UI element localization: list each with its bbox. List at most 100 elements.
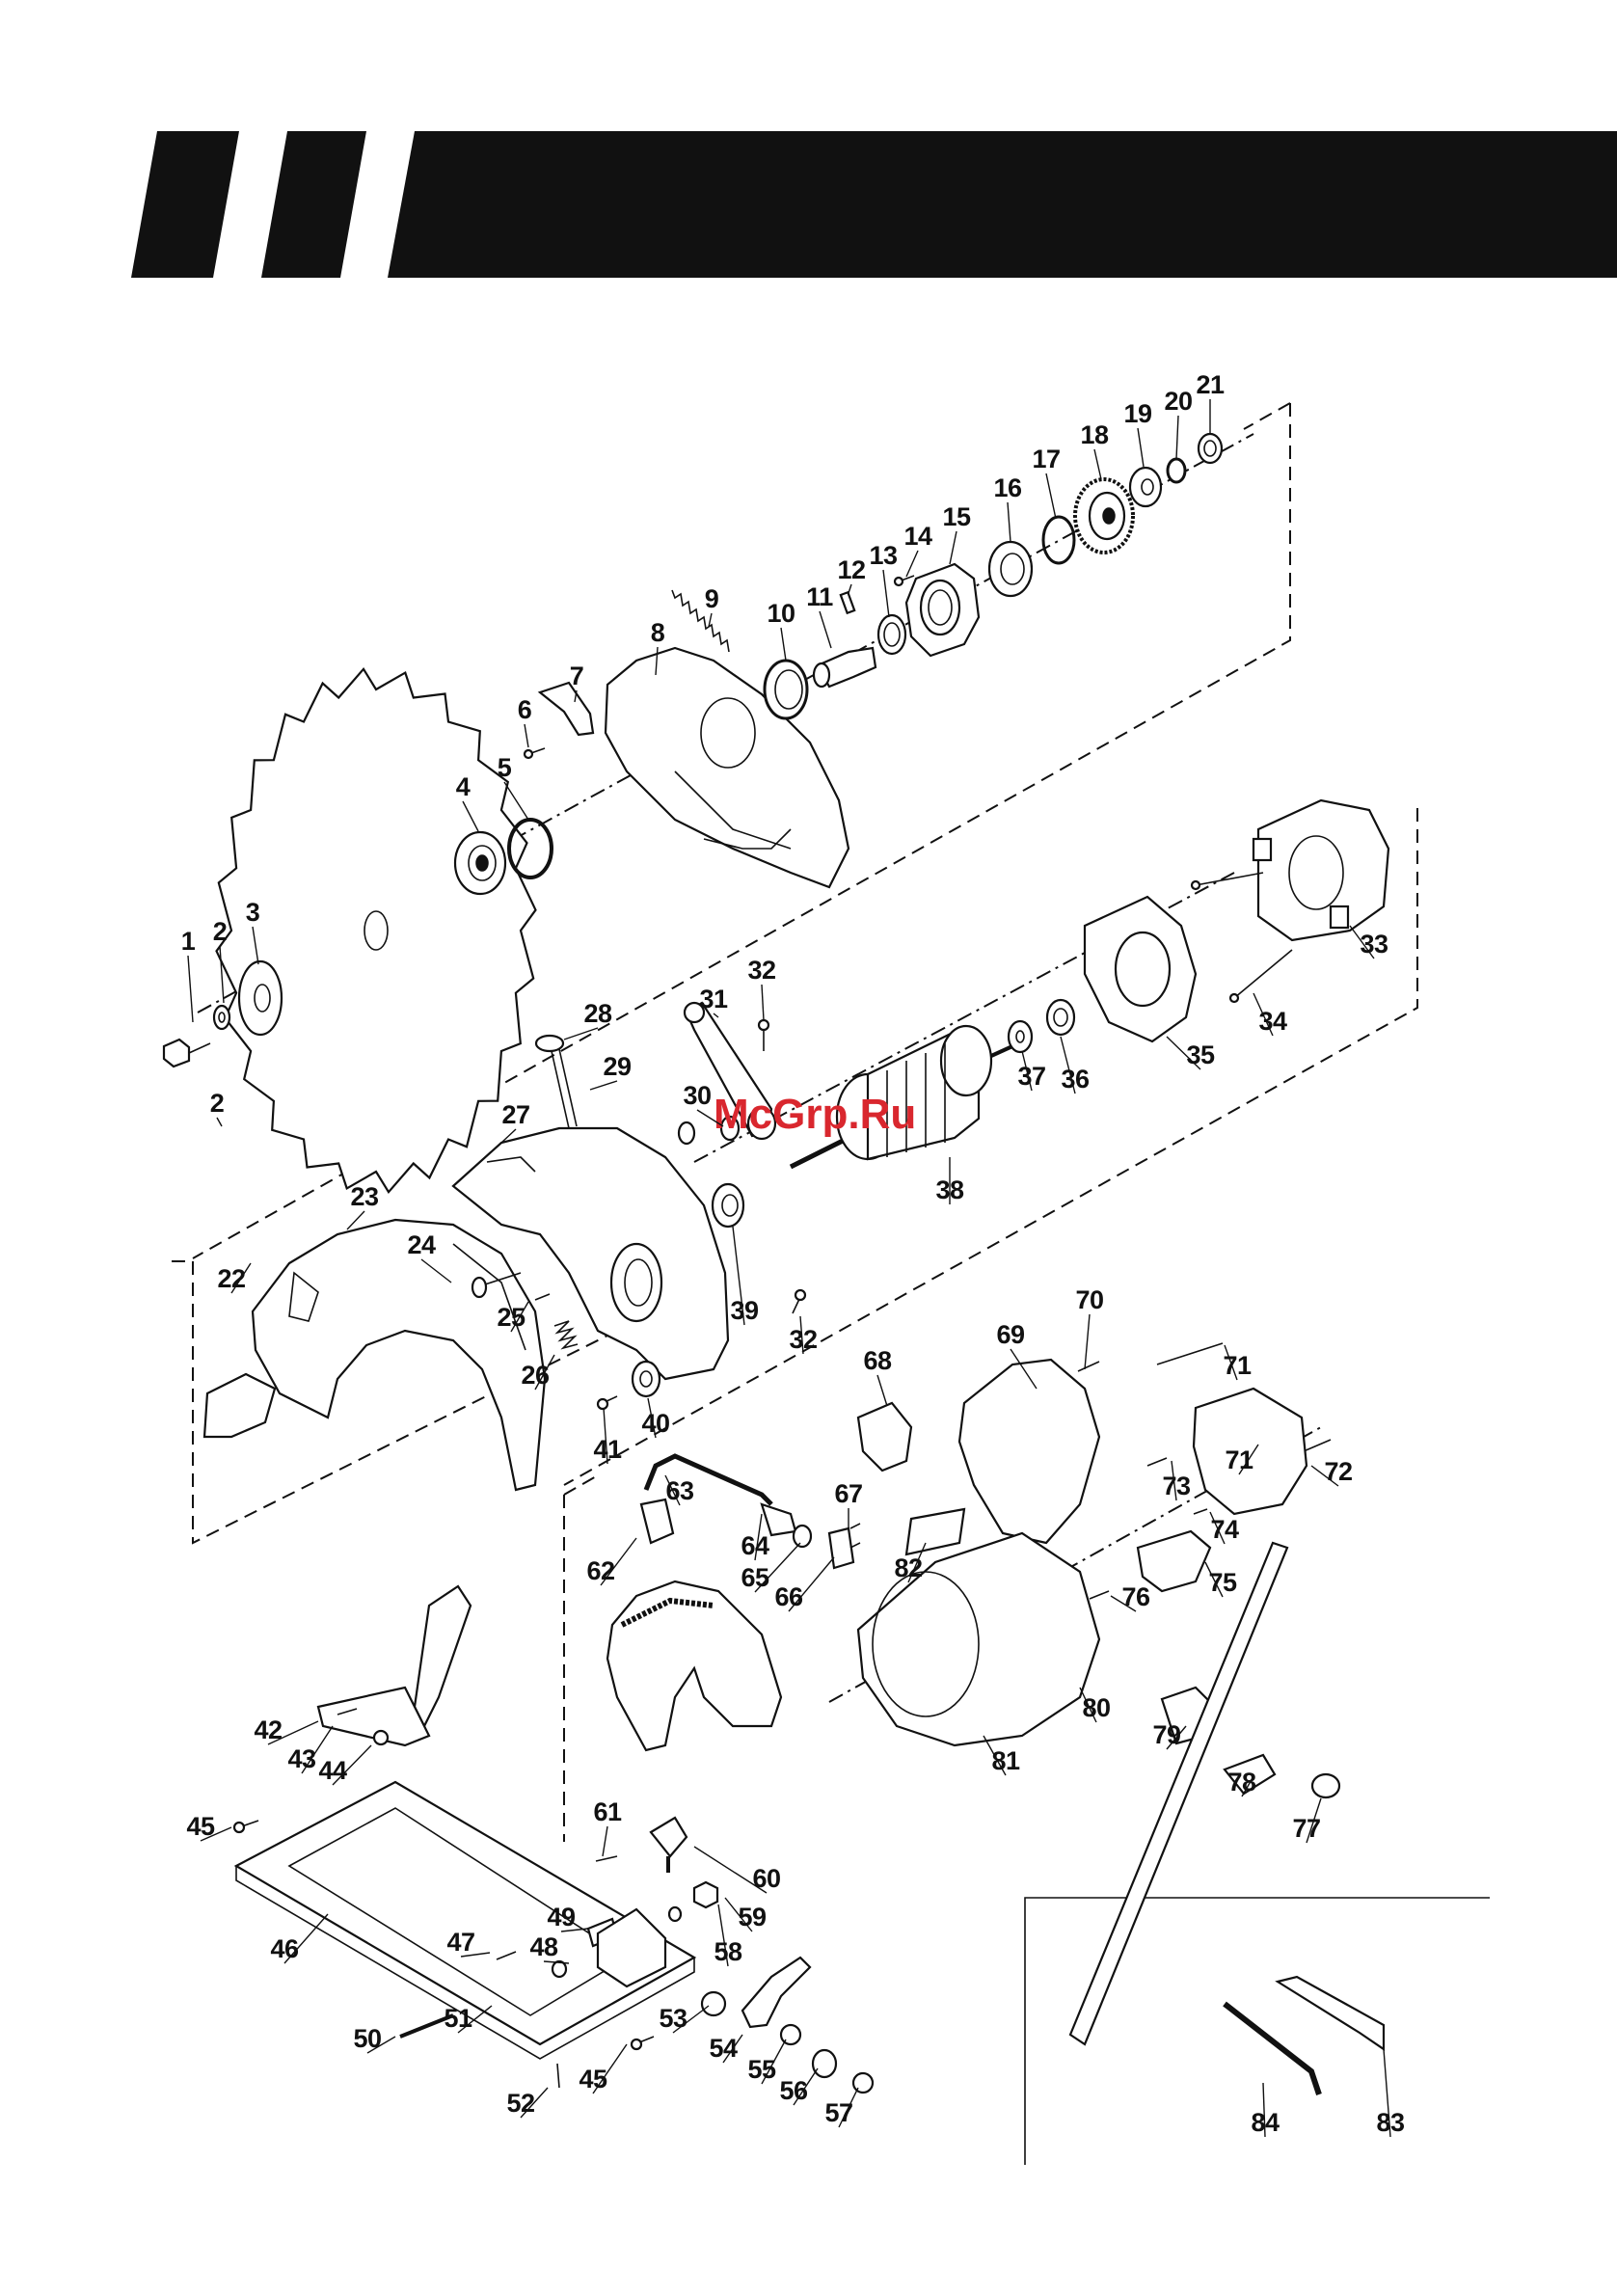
- part-label-59: 59: [725, 1898, 767, 1931]
- cord-screw-set: [829, 1528, 853, 1568]
- lock-lever: [540, 683, 593, 735]
- side-handle-cover: [959, 1360, 1099, 1543]
- part-label-23: 23: [347, 1182, 379, 1229]
- leader-line: [188, 956, 193, 1022]
- part-number: 51: [444, 2004, 472, 2033]
- part-number: 9: [705, 584, 719, 613]
- armature-washer: [1009, 1021, 1032, 1052]
- leader-line: [603, 1826, 607, 1856]
- part-number: 4: [456, 772, 471, 801]
- part-label-61: 61: [593, 1797, 622, 1856]
- part-label-74: 74: [1210, 1512, 1239, 1544]
- part-label-78: 78: [1227, 1768, 1256, 1796]
- part-number: 12: [837, 555, 865, 584]
- part-label-63: 63: [665, 1475, 694, 1505]
- part-label-31: 31: [699, 985, 728, 1017]
- part-number: 65: [741, 1563, 769, 1592]
- insulation-sheet: [906, 1509, 964, 1554]
- part-label-75: 75: [1205, 1562, 1237, 1597]
- part-number: 68: [863, 1346, 892, 1375]
- part-number: 44: [318, 1756, 347, 1785]
- part-number: 76: [1121, 1582, 1150, 1611]
- fan-baffle: [1085, 897, 1196, 1041]
- part-number: 36: [1061, 1065, 1090, 1094]
- part-label-36: 36: [1061, 1037, 1090, 1094]
- leader-line: [883, 570, 889, 617]
- gear-washer: [1130, 468, 1161, 506]
- gear-bearing: [989, 542, 1032, 596]
- part-number: 32: [747, 956, 775, 985]
- leader-line: [590, 1081, 617, 1090]
- part-number: 31: [699, 985, 728, 1013]
- part-label-76: 76: [1111, 1582, 1150, 1611]
- bevel-nut: [853, 2073, 873, 2093]
- part-number: 47: [446, 1928, 474, 1957]
- part-number: 7: [570, 662, 584, 690]
- part-label-6: 6: [518, 695, 532, 747]
- part-label-17: 17: [1032, 445, 1060, 519]
- part-number: 42: [254, 1715, 282, 1744]
- leader-line: [1094, 449, 1101, 479]
- part-number: 45: [579, 2065, 607, 2093]
- group-outline-handle-assembly: [564, 1475, 598, 1842]
- seal-ring: [765, 661, 807, 718]
- part-label-70: 70: [1075, 1285, 1103, 1369]
- circlip: [1043, 517, 1074, 563]
- cord-screws: [850, 1524, 860, 1548]
- part-label-84: 84: [1251, 2083, 1280, 2137]
- part-number: 43: [287, 1744, 316, 1773]
- snap-ring: [1168, 459, 1185, 482]
- pivot-bolt-head: [536, 1036, 563, 1051]
- part-label-62: 62: [586, 1538, 636, 1585]
- hex-wrench: [1225, 2004, 1319, 2094]
- part-number: 56: [779, 2076, 808, 2105]
- part-number: 71: [1225, 1445, 1253, 1474]
- part-number: 64: [741, 1531, 769, 1560]
- plate-screw: [895, 576, 914, 585]
- part-number: 1: [181, 927, 196, 956]
- bracket-nut: [374, 1731, 388, 1744]
- part-label-83: 83: [1376, 2049, 1405, 2137]
- part-number: 37: [1017, 1062, 1045, 1091]
- spindle-shaft: [814, 648, 876, 687]
- leader-line: [347, 1211, 364, 1229]
- brush-screw: [1090, 1591, 1109, 1599]
- part-number: 70: [1075, 1285, 1103, 1314]
- power-cord: [641, 1456, 771, 1543]
- rear-handle: [607, 1581, 781, 1750]
- base-screw-left: [234, 1821, 258, 1832]
- part-number: 2: [213, 917, 228, 946]
- part-label-50: 50: [353, 2024, 395, 2053]
- cord-clamp: [794, 1526, 811, 1547]
- part-number: 30: [683, 1081, 711, 1110]
- part-number: 72: [1324, 1457, 1352, 1486]
- part-label-67: 67: [834, 1479, 862, 1528]
- part-number: 59: [738, 1903, 767, 1931]
- part-number: 18: [1080, 420, 1109, 449]
- link-screw-lower: [793, 1290, 805, 1313]
- part-number: 71: [1223, 1351, 1252, 1380]
- part-number: 21: [1196, 370, 1225, 399]
- part-label-34: 34: [1253, 993, 1287, 1036]
- base-bottom-screw: [557, 2064, 559, 2088]
- part-label-73: 73: [1162, 1461, 1191, 1500]
- part-number: 23: [350, 1182, 379, 1211]
- inner-flange: [455, 832, 505, 894]
- part-number: 75: [1208, 1568, 1237, 1597]
- guard-spring-small: [554, 1321, 578, 1348]
- leader-line: [1008, 502, 1011, 542]
- end-bearing: [1199, 434, 1222, 463]
- leader-line: [849, 584, 851, 593]
- part-label-32: 32: [747, 956, 775, 1020]
- part-number: 79: [1152, 1720, 1181, 1749]
- gear-housing: [606, 648, 849, 887]
- base-pivot-nut: [552, 1961, 566, 1977]
- bevel-lever: [742, 1958, 810, 2027]
- cover-screw: [1078, 1362, 1099, 1371]
- leader-line: [525, 724, 528, 747]
- part-number: 38: [935, 1175, 964, 1204]
- part-number: 10: [767, 599, 795, 628]
- part-label-28: 28: [564, 999, 612, 1040]
- locking-bolt: [596, 1856, 617, 1861]
- part-number: 26: [521, 1361, 550, 1390]
